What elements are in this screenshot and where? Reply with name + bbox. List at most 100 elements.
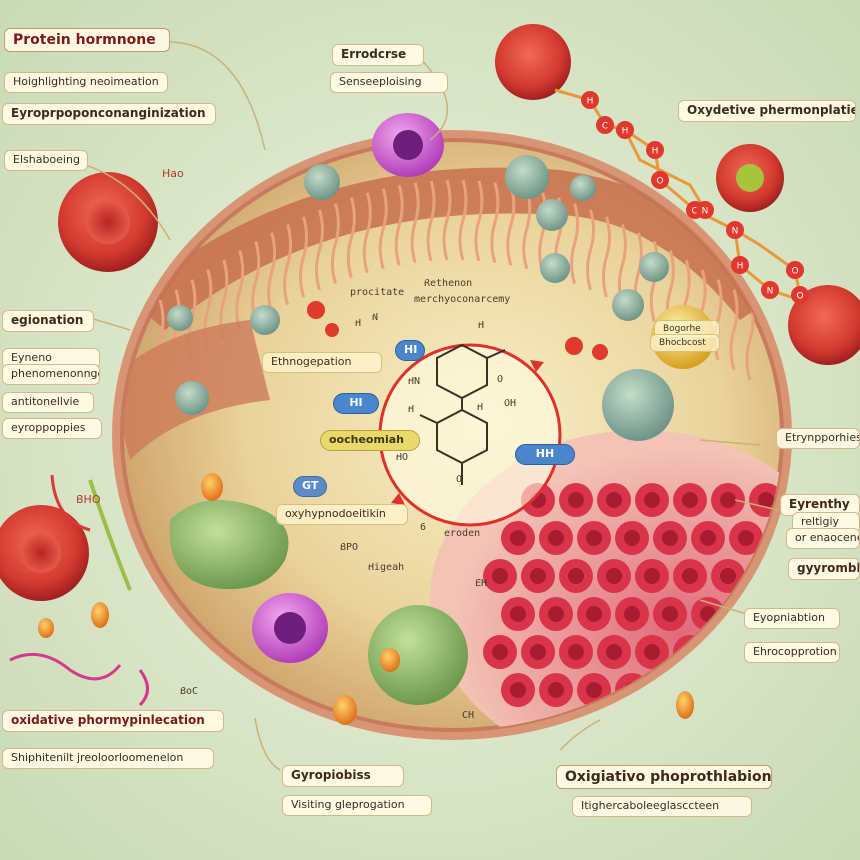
- red-blood-cell-center: [86, 200, 130, 244]
- tissue-cell-center: [586, 530, 602, 546]
- label-eroden: eroden: [444, 528, 481, 539]
- tissue-cell-center: [510, 606, 526, 622]
- vesicle: [167, 305, 193, 331]
- tissue-cell-center: [548, 606, 564, 622]
- tissue-cell-center: [492, 568, 508, 584]
- chem-o-bottom: O: [456, 474, 463, 485]
- vesicles: [167, 155, 674, 705]
- chem-n-left: N: [372, 312, 379, 323]
- label-ittigar: Itighercaboleeglasccteen: [572, 796, 752, 817]
- membrane-fold: [394, 184, 404, 266]
- label-gyropiobiss: Gyropiobiss: [282, 765, 404, 787]
- chain-atom: [581, 91, 599, 109]
- label-gt-pill: GT: [293, 476, 327, 497]
- label-hl-box: HI: [395, 340, 425, 361]
- membrane-fold: [251, 241, 261, 322]
- membrane-fold: [283, 224, 293, 306]
- membrane-fold: [235, 250, 245, 332]
- chain-atom-label: N: [732, 227, 739, 237]
- label-gymobli: gyyrombll: [788, 558, 860, 580]
- membrane-fold: [267, 232, 277, 314]
- membrane-fold: [362, 192, 372, 274]
- droplet: [91, 602, 109, 628]
- vesicle: [570, 175, 596, 201]
- chain-atom: [616, 121, 634, 139]
- chain-atom-label: O: [691, 207, 698, 217]
- membrane-fold: [299, 216, 309, 298]
- tissue-cell-center: [644, 568, 660, 584]
- tissue-cell-center: [568, 568, 584, 584]
- chem-oh: OH: [504, 398, 517, 409]
- red-dot: [325, 323, 339, 337]
- label-ch: CH: [462, 710, 475, 721]
- tissue-cell-center: [720, 492, 736, 508]
- chain-atom: [761, 281, 779, 299]
- label-elshaboeing: Elshaboeing: [4, 150, 88, 171]
- chain-atom: [596, 116, 614, 134]
- vesicle: [505, 155, 549, 199]
- droplets: [38, 301, 694, 725]
- chain-atom: [696, 201, 714, 219]
- chain-atom: [791, 286, 809, 304]
- chain-atom-label: H: [587, 97, 594, 107]
- membrane-fold: [378, 188, 388, 270]
- red-blood-cell-center: [736, 164, 764, 192]
- label-erythro-long: Eyroprpoponconanginization: [2, 103, 216, 125]
- membrane-fold: [506, 184, 516, 266]
- label-hh-box: HH: [515, 444, 575, 465]
- membrane-fold: [490, 182, 500, 264]
- tissue-cell-center: [682, 568, 698, 584]
- label-erroderse: Errodcrse: [332, 44, 424, 66]
- red-blood-cell-center: [21, 533, 61, 573]
- label-morphology: merchyoconarcemy: [414, 294, 511, 305]
- label-long-bottom-left: Shiphitenilt jreoloorloomenelon: [2, 748, 214, 769]
- vesicle: [612, 289, 644, 321]
- purple-cell-nucleus: [274, 612, 306, 644]
- label-procitale: procitate: [350, 287, 405, 298]
- green-arrow: [88, 479, 132, 591]
- chain-atom-label: N: [767, 287, 774, 297]
- vesicle: [639, 252, 669, 282]
- tissue-cell-center: [662, 530, 678, 546]
- label-highah: Higeah: [368, 562, 405, 573]
- label-bholiocst: Bhocbcost: [650, 334, 720, 353]
- tissue-cell-center: [720, 568, 736, 584]
- chain-atom-label: H: [622, 127, 629, 137]
- tissue-cell-center: [682, 492, 698, 508]
- label-hao: Hao: [162, 168, 184, 180]
- membrane-fold: [474, 180, 484, 262]
- label-visiting: Visiting gleprogation: [282, 795, 432, 816]
- tissue-cell-center: [644, 492, 660, 508]
- label-bpo: BPO: [340, 542, 359, 553]
- tissue-cell-center: [662, 606, 678, 622]
- chain-atom-label: O: [656, 177, 663, 187]
- chain-atom-label: O: [796, 292, 803, 302]
- cristae-band: [130, 167, 770, 330]
- chain-atom-label: C: [602, 122, 608, 132]
- chain-atom: [786, 261, 804, 279]
- label-oxigiativo: Oxigiativo phoprothlabion: [556, 765, 772, 790]
- tissue-cell-center: [510, 530, 526, 546]
- chem-o-right: O: [497, 374, 504, 385]
- label-oxyphos-inner: oxyhypnodoeitikin: [276, 504, 408, 525]
- red-dot: [307, 301, 325, 319]
- vesicle: [540, 253, 570, 283]
- squiggles: [9, 652, 149, 707]
- chem-six: 6: [420, 522, 427, 533]
- tissue-cell-center: [492, 644, 508, 660]
- membrane-fold: [570, 203, 580, 284]
- tissue-cell-center: [586, 682, 602, 698]
- label-protein-hormone: Protein hormnone: [4, 28, 170, 53]
- tissue-cell-center: [548, 530, 564, 546]
- label-oxidative-top: Oxydetive phermonplatien: [678, 100, 856, 122]
- chem-ho: HO: [396, 452, 409, 463]
- green-organelle: [368, 605, 468, 705]
- red-blood-cells: [0, 24, 860, 601]
- chain-atom: [731, 256, 749, 274]
- label-or-snauco: or enaocene: [786, 528, 860, 549]
- vesicle: [175, 381, 209, 415]
- tissue-cell-center: [548, 682, 564, 698]
- label-genesis-subtitle: Senseeploising: [330, 72, 448, 93]
- vesicle: [250, 305, 280, 335]
